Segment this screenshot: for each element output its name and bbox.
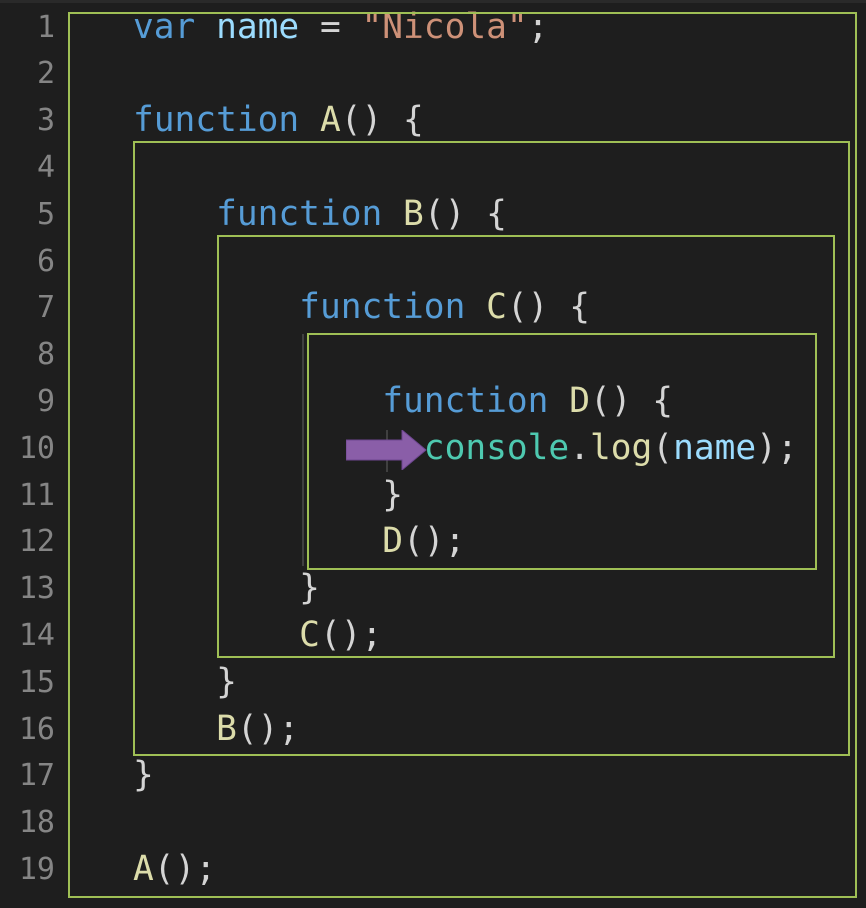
line-number: 16 — [18, 711, 55, 747]
line-number: 11 — [18, 477, 55, 513]
code-line[interactable]: console.log(name); — [133, 425, 798, 472]
line-number: 19 — [18, 851, 55, 887]
code-token: A — [319, 100, 341, 141]
editor-top-edge — [0, 0, 866, 3]
code-token: ; — [527, 6, 549, 47]
code-line[interactable]: function C() { — [133, 284, 590, 331]
code-token: () { — [423, 193, 507, 234]
right-arrow-icon — [346, 430, 427, 470]
code-token: ); — [756, 427, 798, 468]
code-token: log — [589, 427, 653, 468]
code-token: function — [382, 380, 549, 421]
code-line[interactable]: function A() { — [133, 97, 424, 144]
code-token: D — [569, 380, 590, 421]
code-token: (); — [236, 708, 300, 749]
code-token: = — [299, 6, 362, 47]
indent-guide — [302, 334, 304, 566]
code-token: () { — [589, 380, 674, 421]
line-number: 8 — [36, 337, 55, 373]
code-line[interactable]: A(); — [133, 846, 216, 893]
line-number: 15 — [18, 664, 55, 700]
code-token: . — [569, 427, 590, 468]
line-number: 6 — [36, 243, 55, 279]
code-token: } — [133, 661, 237, 702]
line-number: 17 — [18, 758, 55, 794]
code-token: () { — [506, 287, 590, 328]
code-line[interactable]: } — [133, 472, 403, 519]
line-number: 12 — [18, 524, 55, 560]
line-number: 4 — [36, 149, 55, 185]
code-token: } — [133, 755, 154, 796]
code-token: (); — [153, 848, 217, 889]
code-token: C — [299, 614, 320, 655]
code-line[interactable]: function D() { — [133, 378, 673, 425]
code-token: (); — [403, 521, 466, 562]
code-token: console — [423, 427, 570, 468]
global-scope-box — [68, 12, 857, 898]
line-number: 2 — [36, 56, 55, 92]
line-number: 9 — [36, 383, 55, 419]
line-number: 3 — [36, 103, 55, 139]
line-number: 10 — [18, 430, 55, 466]
code-line[interactable]: function B() { — [133, 191, 507, 238]
code-token: () { — [340, 100, 424, 141]
line-number: 13 — [18, 571, 55, 607]
code-token: } — [133, 474, 404, 515]
code-line[interactable]: } — [133, 565, 320, 612]
code-line[interactable]: } — [133, 752, 154, 799]
code-token: function — [299, 287, 466, 328]
code-token: } — [133, 568, 320, 609]
line-number: 5 — [36, 196, 55, 232]
code-token: B — [403, 193, 424, 234]
code-token: function — [216, 193, 383, 234]
line-number: 1 — [36, 9, 55, 45]
function-c-scope-box — [307, 333, 817, 570]
line-number: 18 — [18, 805, 55, 841]
code-token: function — [133, 100, 300, 141]
code-token: name — [673, 427, 757, 468]
code-token: ( — [652, 427, 674, 468]
function-b-scope-box — [217, 235, 835, 658]
code-line[interactable]: D(); — [133, 518, 465, 565]
function-a-scope-box — [133, 141, 850, 756]
code-line[interactable]: } — [133, 659, 237, 706]
code-token: A — [133, 848, 154, 889]
code-line[interactable]: C(); — [133, 612, 382, 659]
code-line[interactable]: B(); — [133, 706, 299, 753]
line-number: 14 — [18, 617, 55, 653]
line-number: 7 — [36, 290, 55, 326]
code-token: D — [382, 521, 404, 562]
code-token: B — [216, 708, 237, 749]
code-token: (); — [319, 614, 383, 655]
code-token: C — [486, 287, 507, 328]
